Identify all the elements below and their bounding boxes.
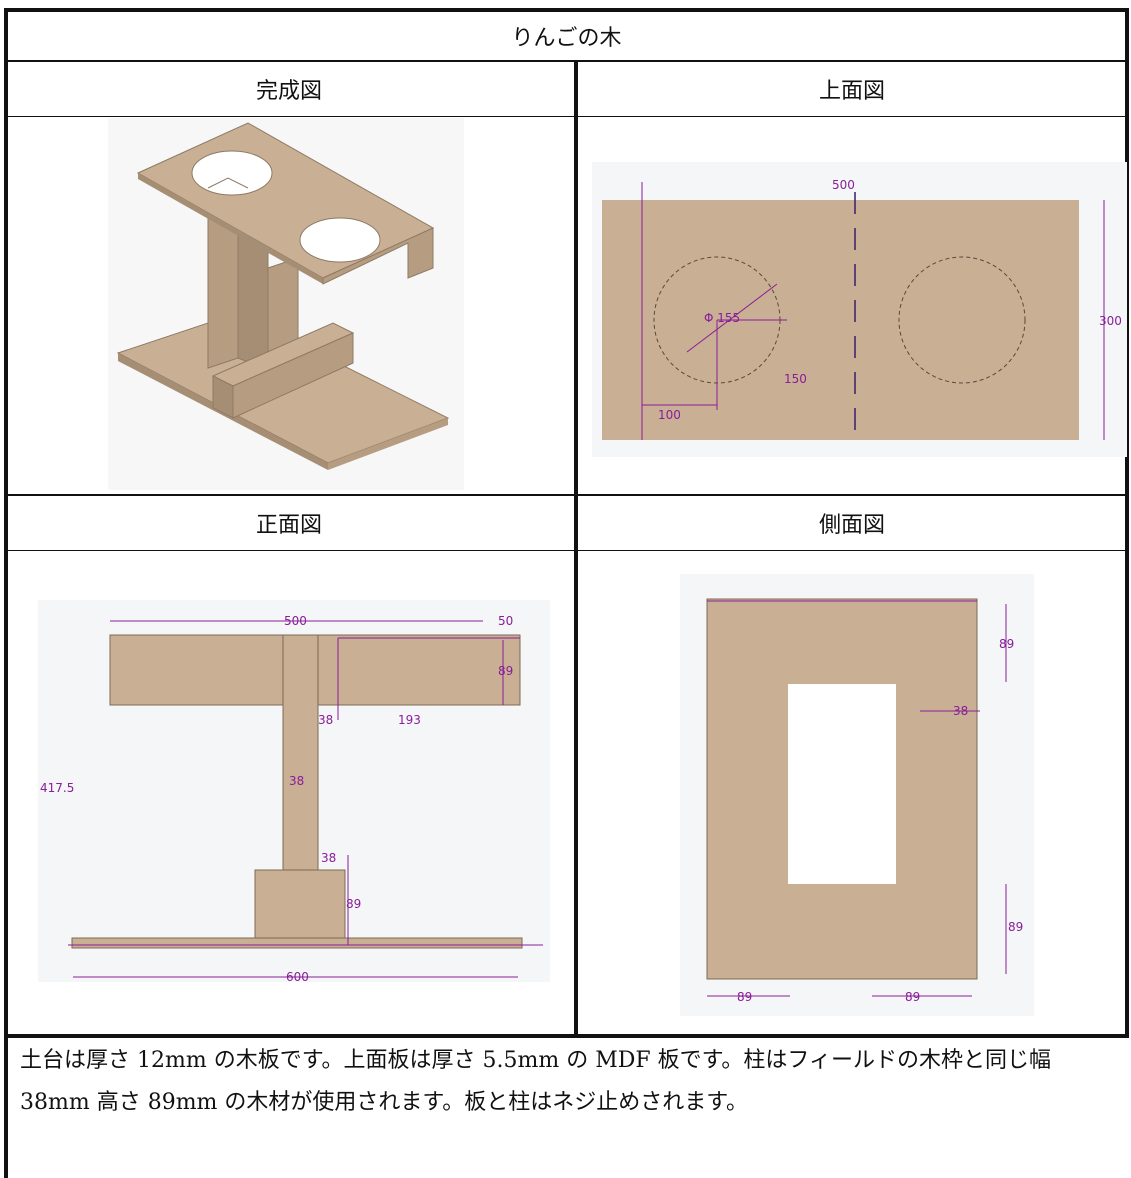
front-top-height-label: 89 xyxy=(498,664,513,678)
front-base-plate xyxy=(71,937,523,949)
side-right-width-label: 89 xyxy=(905,990,920,1004)
side-post-width-label: 38 xyxy=(953,704,968,718)
table-border-right xyxy=(1125,8,1129,1038)
front-total-height-label: 417.5 xyxy=(40,781,74,795)
header-front: 正面図 xyxy=(255,513,322,538)
top-plate xyxy=(602,200,1079,440)
top-depth-label: 300 xyxy=(1099,314,1122,328)
row-divider xyxy=(4,116,1129,117)
side-bottom-height-label: 89 xyxy=(1008,920,1023,934)
front-post-gap-label: 38 xyxy=(318,713,333,727)
row-divider xyxy=(4,550,1129,551)
front-overhang-label: 50 xyxy=(498,614,513,628)
header-side: 側面図 xyxy=(818,513,885,538)
front-base-width-label: 600 xyxy=(286,970,309,982)
front-top-width-label: 500 xyxy=(284,614,307,628)
side-left-width-label: 89 xyxy=(737,990,752,1004)
column-divider xyxy=(574,60,578,1038)
side-top-height-label: 89 xyxy=(999,637,1014,651)
description-note: 土台は厚さ 12mm の木板です。上面板は厚さ 5.5mm の MDF 板です。… xyxy=(20,1048,1051,1115)
front-lower-post-label: 38 xyxy=(321,851,336,865)
hole-offset-y-label: 150 xyxy=(784,372,807,386)
header-top: 上面図 xyxy=(818,79,885,104)
front-block-height-label: 89 xyxy=(346,897,361,911)
front-post-width-label: 38 xyxy=(289,774,304,788)
hole-offset-x-label: 100 xyxy=(658,408,681,422)
table-border-left xyxy=(4,8,8,1178)
header-complete: 完成図 xyxy=(255,79,322,104)
top-width-label: 500 xyxy=(832,178,855,192)
side-opening xyxy=(788,684,896,884)
hole-diameter-label: Φ 155 xyxy=(704,311,740,325)
front-base-block xyxy=(254,869,346,941)
page-title: りんごの木 xyxy=(511,26,622,51)
row-divider xyxy=(4,1034,1129,1038)
complete-3d-drawing xyxy=(108,118,464,490)
side-view-drawing: 89 38 89 89 89 xyxy=(680,574,1034,1016)
row-divider xyxy=(4,494,1129,496)
front-view-drawing: 500 50 89 38 193 38 417.5 38 89 600 xyxy=(38,600,550,982)
front-top-right-label: 193 xyxy=(398,713,421,727)
row-divider xyxy=(4,60,1129,62)
table-border-top xyxy=(4,8,1129,12)
top-view-drawing: 500 Φ 155 100 150 300 xyxy=(592,162,1127,457)
